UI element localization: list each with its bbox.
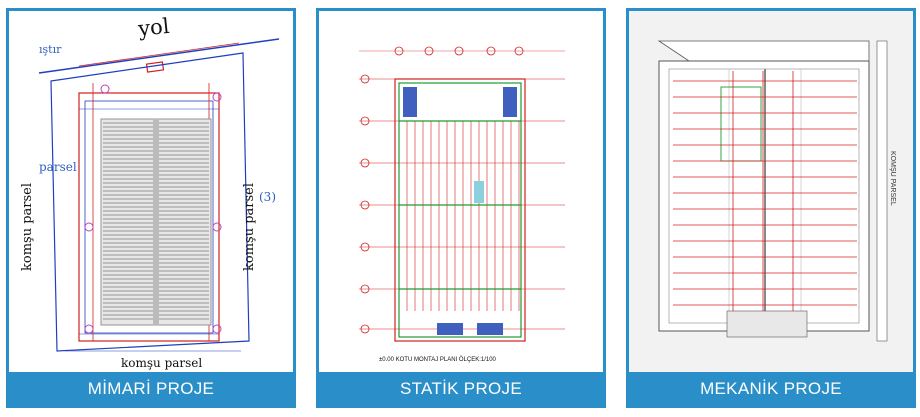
project-card-mimari[interactable]: yol ıştır [6, 8, 296, 408]
architectural-plan-image: yol ıştır [9, 11, 293, 375]
neighbor-left-label: komşu parsel [20, 183, 35, 271]
neighbor-right-label: komşu parsel [242, 183, 257, 271]
plan-title-label: ±0.00 KOTU MONTAJ PLANI ÖLÇEK:1/100 [379, 356, 497, 363]
number-right-label: (3) [259, 190, 276, 204]
mechanical-plan-image: KOMŞU PARSEL [629, 11, 913, 375]
caption-mekanik-proje[interactable]: MEKANİK PROJE [629, 372, 913, 405]
side-right-label: KOMŞU PARSEL [889, 151, 896, 206]
project-card-statik[interactable]: ±0.00 KOTU MONTAJ PLANI ÖLÇEK:1/100 STAT… [316, 8, 606, 408]
caption-mimari-proje[interactable]: MİMARİ PROJE [9, 372, 293, 405]
parsel-left-label: parsel [39, 160, 77, 174]
structural-plan-image: ±0.00 KOTU MONTAJ PLANI ÖLÇEK:1/100 [319, 11, 603, 375]
project-card-mekanik[interactable]: KOMŞU PARSEL MEKANİK PROJE [626, 8, 916, 408]
istir-label: ıştır [39, 43, 62, 56]
neighbor-bottom-label: komşu parsel [121, 356, 202, 370]
road-label: yol [136, 14, 171, 41]
caption-statik-proje[interactable]: STATİK PROJE [319, 372, 603, 405]
